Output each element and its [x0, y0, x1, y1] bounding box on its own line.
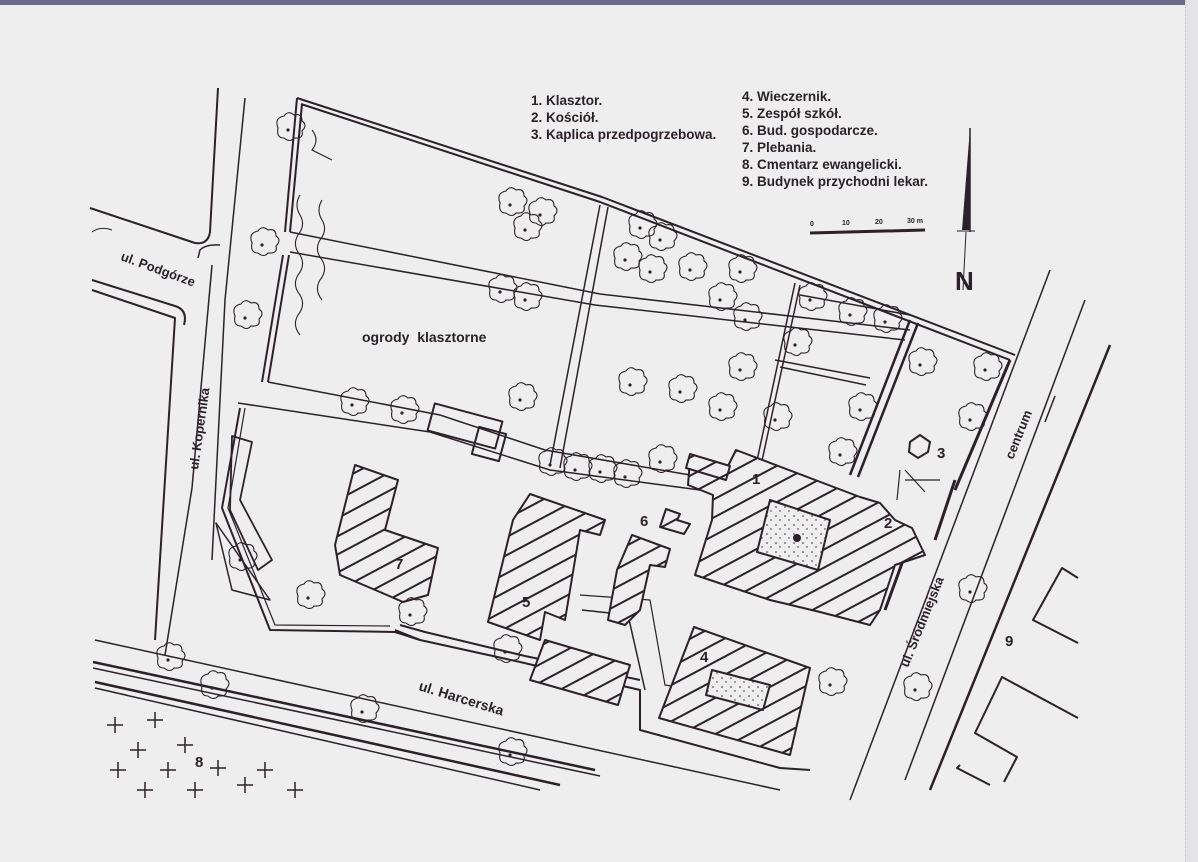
- scale-bar: [809, 228, 926, 235]
- street-label-srodmiejska: ul. Śródmiejska: [897, 574, 947, 669]
- street-srodmiejska: [849, 269, 1112, 801]
- scale-tick-0: 0: [810, 221, 814, 228]
- garden-shed: [426, 402, 504, 450]
- city-block-top-left: [89, 87, 219, 245]
- scale-tick-20: 20: [875, 219, 883, 226]
- scan-border-right: [1185, 0, 1198, 862]
- legend-item-9: 9. Budynek przychodni lekar.: [742, 174, 929, 189]
- scale-tick-30: 30 m: [907, 218, 923, 225]
- building-5-annex: [529, 639, 631, 706]
- garden-wall: [261, 97, 1016, 383]
- building-label-5: 5: [522, 594, 530, 611]
- street-label-harcerska: ul. Harcerska: [417, 678, 506, 719]
- building-9-outline: [956, 567, 1079, 786]
- street-label-centrum: centrum: [1002, 408, 1035, 461]
- scan-border-top: [0, 0, 1198, 5]
- building-7-plebania: [334, 464, 439, 603]
- legend-item-4: 4. Wieczernik.: [742, 89, 832, 104]
- street-harcerska: [92, 624, 811, 791]
- city-block-left: [91, 289, 176, 641]
- north-arrow-icon: [957, 128, 975, 291]
- street-label-kopernika: ul. Kopernika: [186, 386, 212, 470]
- building-label-8: 8: [195, 754, 203, 771]
- legend-item-1: 1. Klasztor.: [531, 93, 603, 108]
- building-label-9: 9: [1005, 633, 1013, 650]
- building-label-7: 7: [395, 556, 403, 573]
- legend-item-8: 8. Cmentarz ewangelicki.: [742, 157, 902, 172]
- legend-item-2: 2. Kościół.: [531, 110, 599, 125]
- building-6-utility: [607, 534, 671, 626]
- hedges: [294, 129, 333, 336]
- legend-right-column: 4. Wieczernik. 5. Zespół szkół. 6. Bud. …: [742, 88, 928, 190]
- building-label-3: 3: [937, 445, 945, 462]
- building-5-school: [487, 493, 606, 641]
- legend-item-5: 5. Zespół szkół.: [742, 106, 842, 121]
- building-label-6: 6: [640, 513, 648, 530]
- building-4-courtyard: [705, 669, 771, 711]
- building-label-2: 2: [884, 515, 892, 532]
- legend-item-7: 7. Plebania.: [742, 140, 817, 155]
- cemetery-crosses: [106, 711, 304, 799]
- legend-item-3: 3. Kaplica przedpogrzebowa.: [531, 127, 717, 142]
- scale-tick-10: 10: [842, 220, 850, 227]
- building-3-chapel: [907, 433, 932, 460]
- north-label: N: [955, 266, 974, 296]
- building-1-courtyard: [756, 499, 831, 571]
- legend-left-column: 1. Klasztor. 2. Kościół. 3. Kaplica prze…: [531, 92, 716, 143]
- building-small-near-garden: [685, 453, 731, 481]
- building-label-1: 1: [752, 471, 760, 488]
- building-label-4: 4: [700, 649, 709, 666]
- legend-item-6: 6. Bud. gospodarcze.: [742, 123, 878, 138]
- building-6-small: [659, 508, 691, 535]
- garden-paths: [237, 204, 1012, 491]
- street-label-podgorze: ul. Podgórze: [119, 249, 197, 290]
- gardens-label: ogrody klasztorne: [362, 329, 487, 345]
- direction-arrow-icon: [1044, 395, 1056, 423]
